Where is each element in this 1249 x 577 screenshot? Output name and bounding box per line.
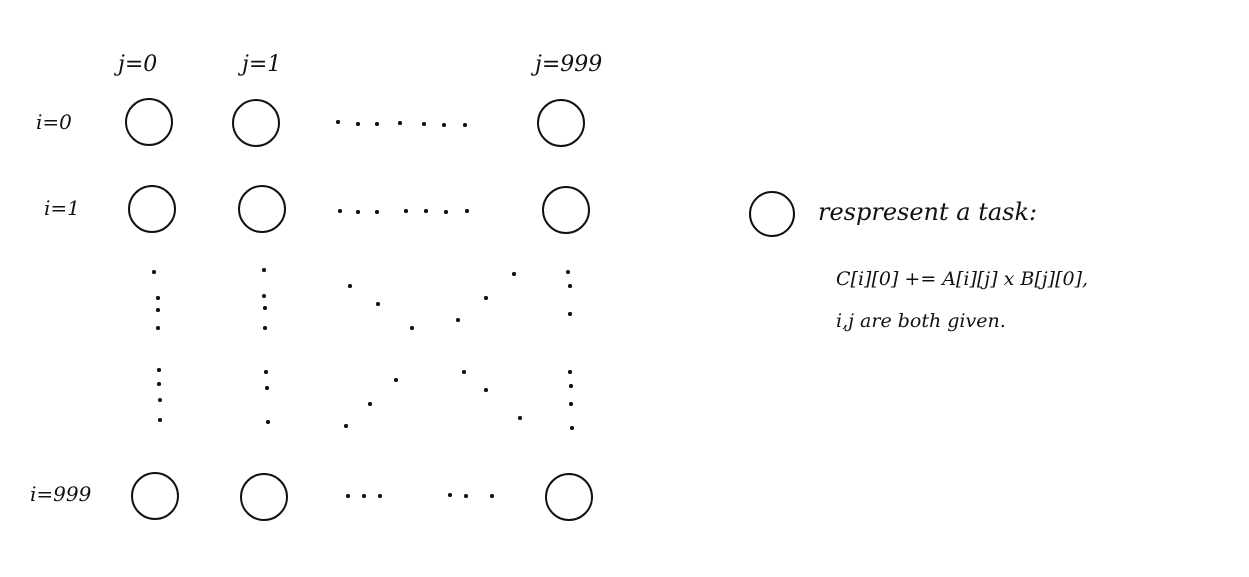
ellipsis-dot xyxy=(569,402,573,406)
ellipsis-dot xyxy=(157,368,161,372)
ellipsis-dot xyxy=(356,122,360,126)
ellipsis-dot xyxy=(484,388,488,392)
row-label-i999: i=999 xyxy=(30,482,92,506)
ellipsis-dot xyxy=(263,326,267,330)
ellipsis-dot xyxy=(394,378,398,382)
column-label-j0: j=0 xyxy=(118,52,158,77)
ellipsis-dot xyxy=(362,494,366,498)
ellipsis-dot xyxy=(444,210,448,214)
ellipsis-dot xyxy=(263,306,267,310)
task-node-i1-j0 xyxy=(128,185,176,233)
ellipsis-dot xyxy=(156,326,160,330)
ellipsis-dot xyxy=(368,402,372,406)
ellipsis-dot xyxy=(348,284,352,288)
legend-note: i,j are both given. xyxy=(836,310,1006,332)
ellipsis-dot xyxy=(375,122,379,126)
ellipsis-dot xyxy=(568,370,572,374)
ellipsis-dot xyxy=(336,120,340,124)
ellipsis-dot xyxy=(265,386,269,390)
ellipsis-dot xyxy=(266,420,270,424)
ellipsis-dot xyxy=(158,398,162,402)
ellipsis-dot xyxy=(356,210,360,214)
ellipsis-dot xyxy=(448,493,452,497)
ellipsis-dot xyxy=(156,308,160,312)
ellipsis-dot xyxy=(264,370,268,374)
ellipsis-dot xyxy=(376,302,380,306)
legend-task-circle xyxy=(749,191,795,237)
task-node-i999-j999 xyxy=(545,473,593,521)
ellipsis-dot xyxy=(484,296,488,300)
ellipsis-dot xyxy=(465,209,469,213)
task-node-i0-j0 xyxy=(125,98,173,146)
task-node-i999-j1 xyxy=(240,473,288,521)
ellipsis-dot xyxy=(378,494,382,498)
ellipsis-dot xyxy=(262,268,266,272)
ellipsis-dot xyxy=(512,272,516,276)
ellipsis-dot xyxy=(463,123,467,127)
task-node-i1-j999 xyxy=(542,186,590,234)
column-label-j1: j=1 xyxy=(242,52,282,77)
ellipsis-dot xyxy=(566,270,570,274)
task-node-i0-j1 xyxy=(232,99,280,147)
ellipsis-dot xyxy=(156,296,160,300)
ellipsis-dot xyxy=(344,424,348,428)
ellipsis-dot xyxy=(568,284,572,288)
ellipsis-dot xyxy=(398,121,402,125)
ellipsis-dot xyxy=(152,270,156,274)
task-node-i0-j999 xyxy=(537,99,585,147)
task-node-i999-j0 xyxy=(131,472,179,520)
row-label-i0: i=0 xyxy=(36,110,72,134)
ellipsis-dot xyxy=(404,209,408,213)
ellipsis-dot xyxy=(375,210,379,214)
column-label-j999: j=999 xyxy=(535,52,603,77)
ellipsis-dot xyxy=(338,209,342,213)
legend-formula: C[i][0] += A[i][j] x B[j][0], xyxy=(836,268,1089,290)
ellipsis-dot xyxy=(157,382,161,386)
ellipsis-dot xyxy=(569,384,573,388)
ellipsis-dot xyxy=(462,370,466,374)
ellipsis-dot xyxy=(262,294,266,298)
ellipsis-dot xyxy=(456,318,460,322)
ellipsis-dot xyxy=(424,209,428,213)
ellipsis-dot xyxy=(568,312,572,316)
ellipsis-dot xyxy=(570,426,574,430)
ellipsis-dot xyxy=(422,122,426,126)
ellipsis-dot xyxy=(346,494,350,498)
legend-title: respresent a task: xyxy=(818,198,1038,226)
ellipsis-dot xyxy=(490,494,494,498)
task-node-i1-j1 xyxy=(238,185,286,233)
ellipsis-dot xyxy=(410,326,414,330)
ellipsis-dot xyxy=(158,418,162,422)
ellipsis-dot xyxy=(442,123,446,127)
row-label-i1: i=1 xyxy=(44,196,80,220)
ellipsis-dot xyxy=(518,416,522,420)
ellipsis-dot xyxy=(464,494,468,498)
